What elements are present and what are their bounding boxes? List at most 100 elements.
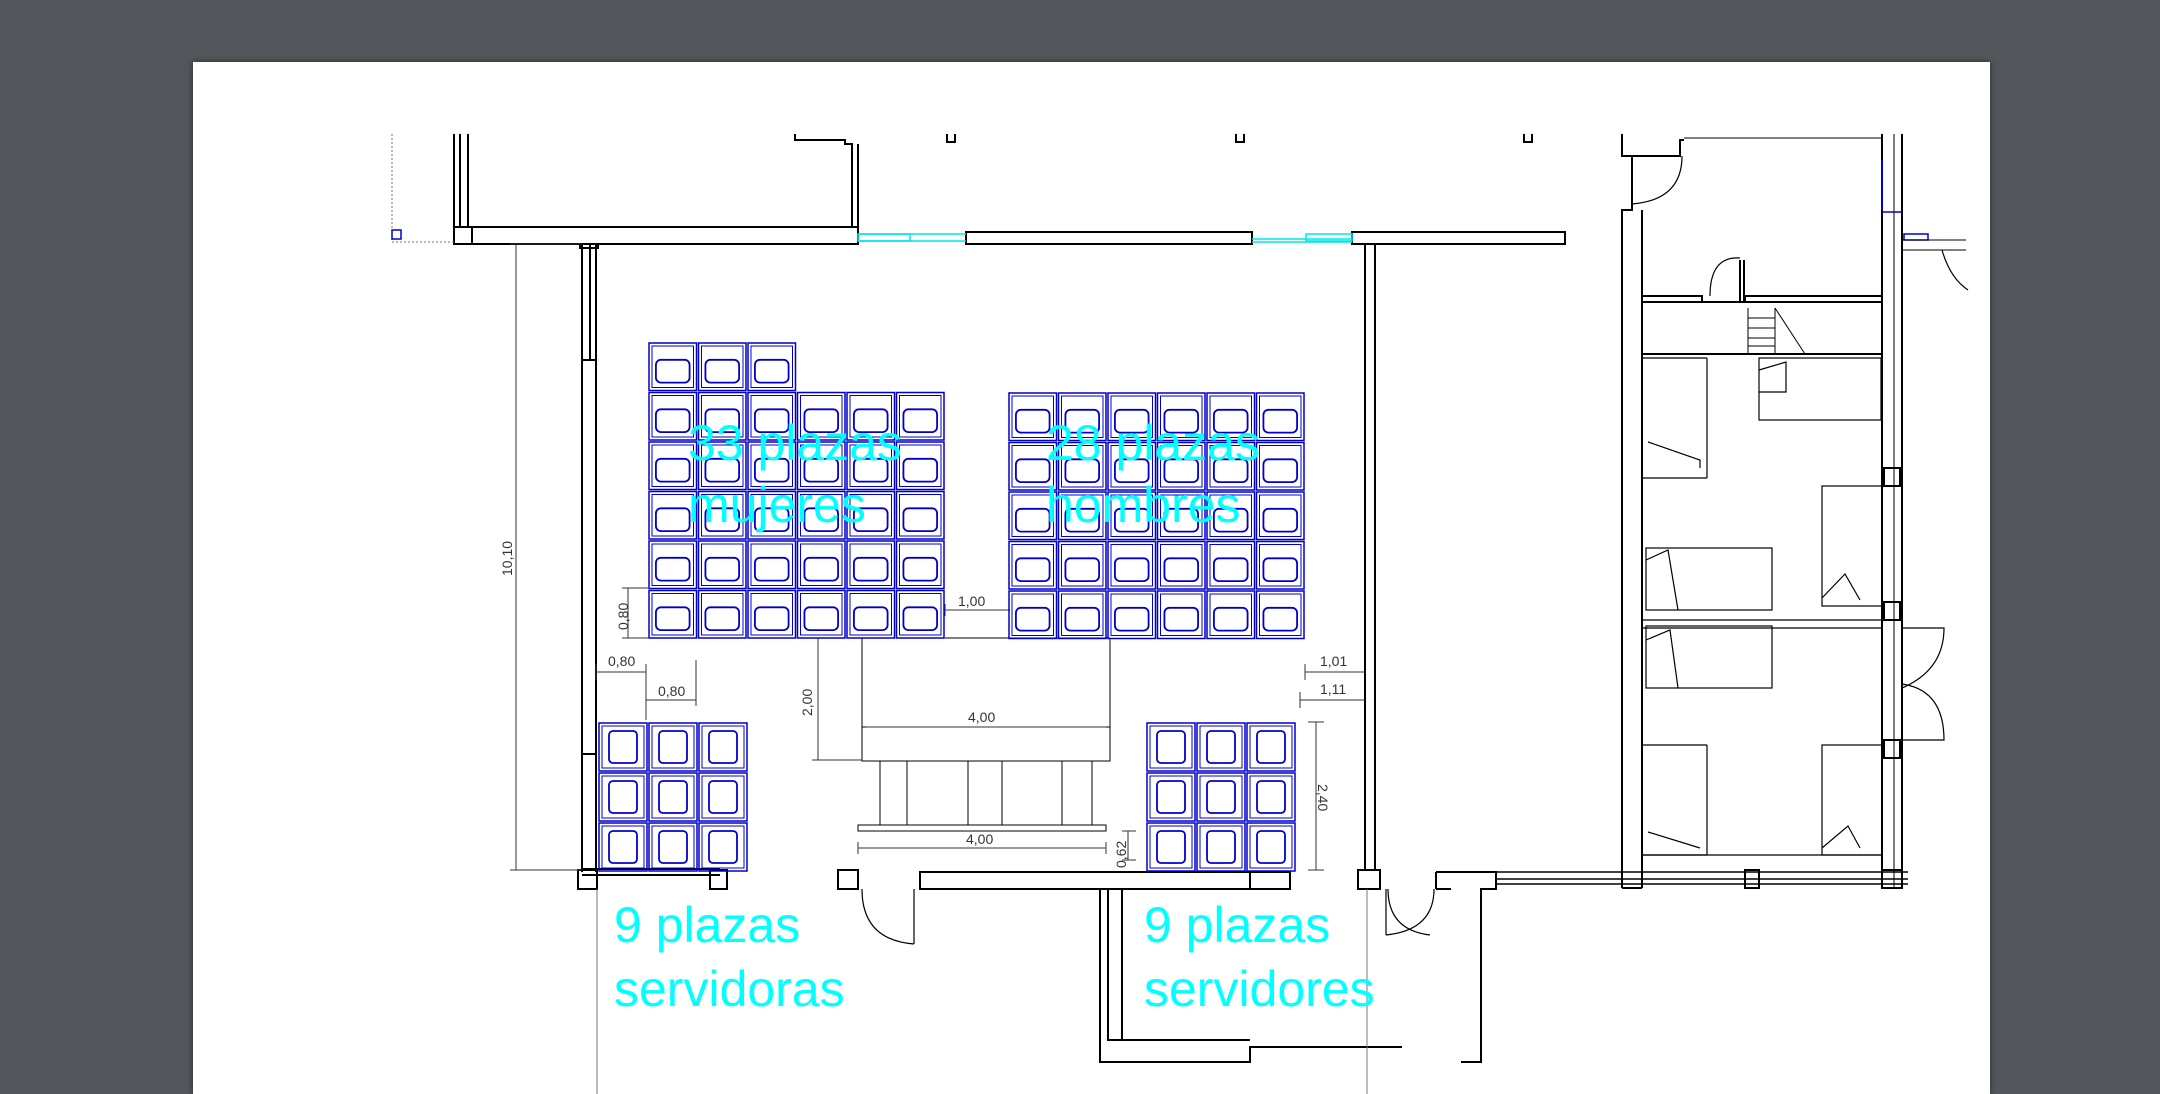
- construction-lines: [391, 134, 1368, 1094]
- seat: [648, 722, 698, 772]
- altar-platform: [857, 637, 1111, 832]
- seat: [1156, 392, 1206, 442]
- dim-altar-depth: 2,00: [799, 689, 815, 716]
- seat: [796, 391, 846, 441]
- seat: [648, 589, 698, 639]
- seat: [1156, 491, 1206, 541]
- seat: [697, 490, 747, 540]
- dim-side-seat: 0,80: [658, 683, 685, 699]
- label-servants-f: servidoras: [614, 961, 845, 1017]
- seat: [1008, 441, 1058, 491]
- seat: [895, 540, 945, 590]
- seat: [698, 722, 748, 772]
- seat: [1008, 590, 1058, 640]
- servants-m-seating: [1146, 722, 1296, 872]
- seat: [1206, 590, 1256, 640]
- seat: [1057, 590, 1107, 640]
- dim-aisle: 1,00: [958, 593, 985, 609]
- seat: [698, 822, 748, 872]
- dimension-texts: 10,10 0,80 0,80 0,80 1,00 2,00 4,00 4,00…: [499, 541, 1347, 868]
- seat: [1156, 590, 1206, 640]
- seat: [796, 441, 846, 491]
- label-servants-m-count: 9 plazas: [1144, 897, 1330, 953]
- dim-side-gap: 0,80: [608, 653, 635, 669]
- seat: [1255, 392, 1305, 442]
- seat: [895, 441, 945, 491]
- seat: [846, 391, 896, 441]
- seat: [1255, 540, 1305, 590]
- seat: [598, 722, 648, 772]
- seat: [1255, 590, 1305, 640]
- seat: [1107, 540, 1157, 590]
- seat: [1008, 392, 1058, 442]
- seat: [1206, 441, 1256, 491]
- glazing: [857, 211, 1902, 243]
- dim-step-width: 4,00: [966, 831, 993, 847]
- seat: [648, 772, 698, 822]
- seat: [895, 391, 945, 441]
- label-servants-m: servidores: [1144, 961, 1375, 1017]
- seat: [598, 772, 648, 822]
- seat: [1107, 491, 1157, 541]
- dim-altar-width: 4,00: [968, 709, 995, 725]
- seat: [796, 490, 846, 540]
- seat: [895, 490, 945, 540]
- seat: [1057, 392, 1107, 442]
- seat: [1156, 441, 1206, 491]
- seat: [895, 589, 945, 639]
- seat: [648, 441, 698, 491]
- seat: [1156, 540, 1206, 590]
- seat: [1246, 772, 1296, 822]
- seat: [1255, 441, 1305, 491]
- label-men-count: 28 plazas: [1046, 415, 1260, 471]
- seat: [1206, 392, 1256, 442]
- seat: [648, 822, 698, 872]
- seat: [648, 342, 698, 392]
- seat: [1107, 392, 1157, 442]
- seating: [598, 342, 1305, 872]
- dimension-lines: [510, 243, 1365, 871]
- seat: [1057, 491, 1107, 541]
- seat: [1057, 540, 1107, 590]
- seat: [1196, 772, 1246, 822]
- seat: [747, 490, 797, 540]
- seat: [1107, 441, 1157, 491]
- seat: [1196, 722, 1246, 772]
- seat: [648, 391, 698, 441]
- dim-right-block: 2,40: [1315, 784, 1331, 811]
- seat: [1255, 491, 1305, 541]
- seat: [697, 540, 747, 590]
- seat: [1206, 491, 1256, 541]
- doors: [861, 155, 1969, 945]
- seat: [747, 391, 797, 441]
- seat: [598, 822, 648, 872]
- seat: [796, 589, 846, 639]
- men-seating: [1008, 392, 1305, 640]
- dim-step-depth: 0,62: [1113, 841, 1129, 868]
- seat: [1246, 722, 1296, 772]
- seat: [1246, 822, 1296, 872]
- label-men: hombres: [1046, 477, 1241, 533]
- seat: [648, 490, 698, 540]
- seat: [1107, 590, 1157, 640]
- dim-hall-depth: 10,10: [499, 541, 515, 576]
- area-labels: 33 plazas mujeres 28 plazas hombres 9 pl…: [614, 415, 1375, 1017]
- dim-row-spacing: 0,80: [615, 603, 631, 630]
- seat: [1008, 540, 1058, 590]
- seat: [846, 540, 896, 590]
- seat: [697, 441, 747, 491]
- seat: [846, 441, 896, 491]
- seat: [747, 342, 797, 392]
- seat: [1196, 822, 1246, 872]
- seat: [698, 772, 748, 822]
- seat: [846, 490, 896, 540]
- seat: [1146, 822, 1196, 872]
- seat: [747, 589, 797, 639]
- seat: [1146, 772, 1196, 822]
- seat: [697, 589, 747, 639]
- dim-right-offset-2: 1,11: [1320, 681, 1346, 697]
- seat: [1206, 540, 1256, 590]
- seat: [697, 391, 747, 441]
